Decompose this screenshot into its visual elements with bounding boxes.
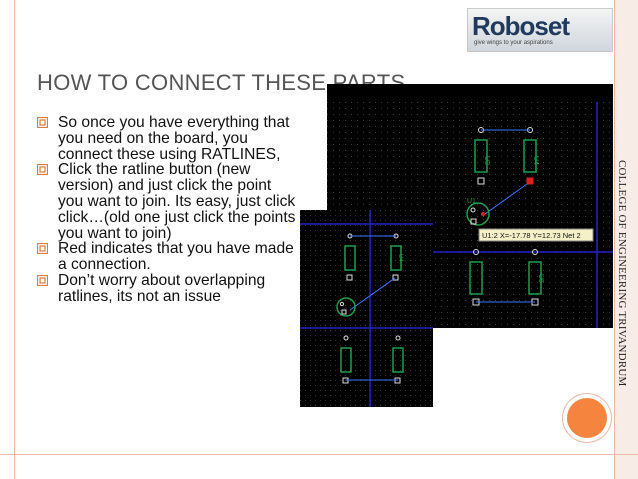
bullet-icon (37, 274, 48, 286)
screenshot-top-edge (327, 84, 613, 102)
svg-text:U4: U4 (532, 156, 539, 165)
svg-text:U4: U4 (397, 254, 403, 262)
bullet-icon (37, 164, 48, 176)
part-u4-old[interactable]: U4 (390, 233, 403, 281)
part-u3[interactable] (469, 249, 483, 306)
bullet-text-2: Click the ratline button (new version) a… (58, 161, 296, 242)
bullet-text-3: Red indicates that you have made a conne… (58, 240, 294, 274)
bullet-list: So once you have everything that you nee… (37, 115, 299, 305)
roboset-logo: Roboset give wings to your aspirations (467, 8, 613, 52)
bullet-item: Click the ratline button (new version) a… (37, 162, 299, 241)
pcb-canvas-small: U4 (300, 210, 433, 407)
pcb-screenshot-small: U4 (300, 210, 433, 407)
logo-tagline: give wings to your aspirations (474, 40, 553, 46)
bullet-item: Red indicates that you have made a conne… (37, 241, 299, 273)
connected-pad-red (526, 177, 534, 185)
right-side-panel (614, 0, 638, 479)
svg-text:U5: U5 (537, 274, 544, 283)
orange-circle-decoration (567, 398, 607, 438)
svg-text:U1: U1 (467, 198, 476, 205)
left-border-line (14, 0, 15, 479)
bullet-item: Don’t worry about overlapping ratlines, … (37, 273, 299, 305)
ratline (484, 183, 528, 215)
part-u1-old[interactable] (336, 297, 356, 317)
bullet-icon (37, 117, 48, 128)
college-side-label: COLLEGE OF ENGINEERING TRIVANDRUM (616, 160, 628, 387)
bottom-border-line (0, 454, 638, 455)
part-u1[interactable]: U1 (466, 198, 490, 226)
svg-text:U2: U2 (483, 156, 490, 165)
logo-text: Roboset (472, 11, 570, 41)
coordinate-tooltip (478, 228, 594, 242)
bullet-item: So once you have everything that you nee… (37, 115, 299, 162)
part-u2-old[interactable] (344, 233, 356, 281)
bullet-text-1: So once you have everything that you nee… (58, 114, 290, 163)
bullet-text-4: Don’t worry about overlapping ratlines, … (58, 271, 266, 305)
ratline (349, 277, 396, 311)
bullet-icon (37, 243, 48, 255)
tooltip-text: U1:2 X=-17.78 Y=12.73 Net 2 (482, 231, 581, 240)
